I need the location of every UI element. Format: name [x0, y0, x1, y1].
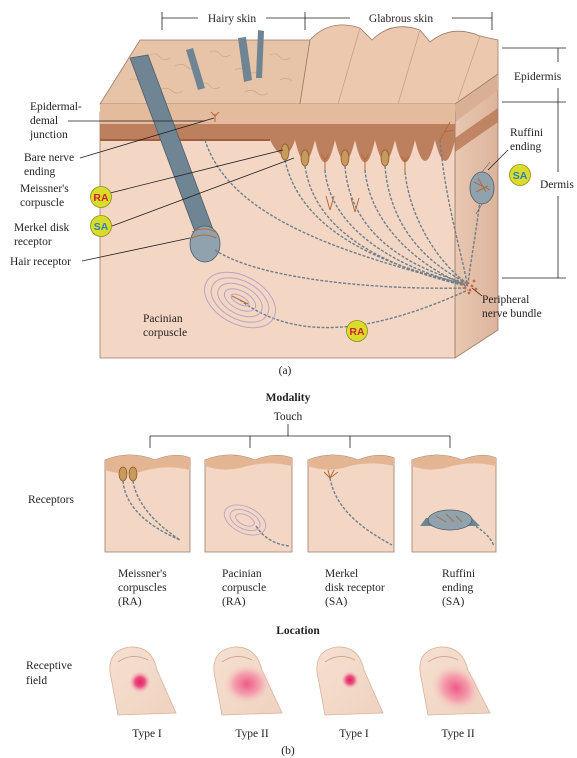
- meissner-line2: corpuscle: [20, 197, 64, 209]
- glabrous-skin-label: Glabrous skin: [369, 13, 433, 25]
- epidermal-junction-line1: Epidermal-: [30, 101, 82, 113]
- modality-tree: [150, 424, 450, 448]
- ruffini-label-line1: Ruffini: [510, 127, 543, 139]
- location-title: Location: [276, 625, 320, 637]
- dermis-label: Dermis: [540, 179, 574, 191]
- fingertip-1: [110, 647, 176, 715]
- receptive-field-line2: field: [26, 675, 47, 687]
- epidermal-junction-line3: junction: [29, 129, 68, 141]
- receptive-field-spot: [223, 664, 271, 704]
- receptor-2-line3: (RA): [222, 596, 246, 608]
- peripheral-label-line1: Peripheral: [482, 294, 529, 306]
- receptive-field-line1: Receptive: [26, 660, 72, 672]
- receptor-1-line3: (RA): [118, 596, 142, 608]
- epidermal-junction-line2: demal: [30, 115, 58, 127]
- epidermis-label: Epidermis: [514, 71, 562, 83]
- bare-nerve-line1: Bare nerve: [24, 152, 74, 164]
- fingertip-2: [214, 647, 282, 715]
- receptor-block-merkel: [308, 455, 394, 552]
- receptor-3-line2: disk receptor: [325, 582, 385, 594]
- field-type-4: Type II: [441, 728, 475, 740]
- peripheral-label-line2: nerve bundle: [482, 308, 542, 320]
- receptor-4-line3: (SA): [442, 596, 465, 608]
- field-type-3: Type I: [339, 728, 369, 740]
- receptor-3-line3: (SA): [325, 596, 348, 608]
- receptor-block-ruffini: [412, 455, 496, 552]
- receptor-3-line1: Merkel: [325, 568, 358, 580]
- meissner-line1: Meissner's: [20, 183, 69, 195]
- hairy-skin-label: Hairy skin: [208, 13, 256, 25]
- hairy-skin-bracket: Hairy skin: [162, 12, 305, 30]
- field-type-1: Type I: [132, 728, 162, 740]
- svg-text:RA: RA: [349, 326, 365, 338]
- bare-nerve-line2: ending: [24, 166, 56, 178]
- receptor-block-pacinian: [205, 455, 292, 552]
- receptors-label: Receptors: [28, 494, 75, 506]
- merkel-sa-badge: SA: [91, 216, 112, 237]
- receptor-4-line1: Ruffini: [442, 568, 475, 580]
- hair-receptor-label: Hair receptor: [10, 256, 71, 268]
- svg-text:SA: SA: [94, 221, 109, 233]
- receptor-1-line1: Meissner's: [118, 568, 167, 580]
- receptor-4-line2: ending: [442, 582, 474, 594]
- pacinian-label-line1: Pacinian: [143, 313, 183, 325]
- receptive-field-spot: [341, 671, 359, 689]
- field-type-2: Type II: [235, 728, 269, 740]
- fingertip-4: [420, 647, 490, 721]
- receptor-2-line2: corpuscle: [222, 582, 266, 594]
- merkel-line1: Merkel disk: [14, 222, 70, 234]
- ruffini-label-line2: ending: [510, 141, 542, 153]
- modality-title: Modality: [266, 392, 311, 404]
- svg-text:SA: SA: [513, 170, 528, 182]
- receptor-labels: Meissner's corpuscles (RA) Pacinian corp…: [118, 568, 475, 608]
- svg-text:RA: RA: [93, 192, 109, 204]
- fingertip-3: [317, 647, 383, 715]
- panel-a-skin-cross-section: Hairy skin Glabrous skin: [10, 12, 574, 377]
- panel-b-modality: Modality Touch Receptors: [26, 392, 496, 757]
- pacinian-ra-badge: RA: [347, 321, 368, 342]
- pacinian-label-line2: corpuscle: [143, 327, 187, 339]
- receptor-1-line2: corpuscles: [118, 582, 167, 594]
- touch-label: Touch: [274, 411, 303, 423]
- panel-b-caption: (b): [281, 745, 295, 757]
- receptive-field-spot: [129, 671, 151, 693]
- panel-a-caption: (a): [279, 365, 292, 377]
- receptor-block-meissner: [105, 455, 190, 552]
- receptor-2-line1: Pacinian: [222, 568, 262, 580]
- ruffini-sa-badge: SA: [510, 165, 531, 186]
- merkel-line2: receptor: [14, 236, 52, 248]
- layer-scale: Epidermis Dermis: [502, 48, 574, 278]
- meissner-ra-badge: RA: [91, 187, 112, 208]
